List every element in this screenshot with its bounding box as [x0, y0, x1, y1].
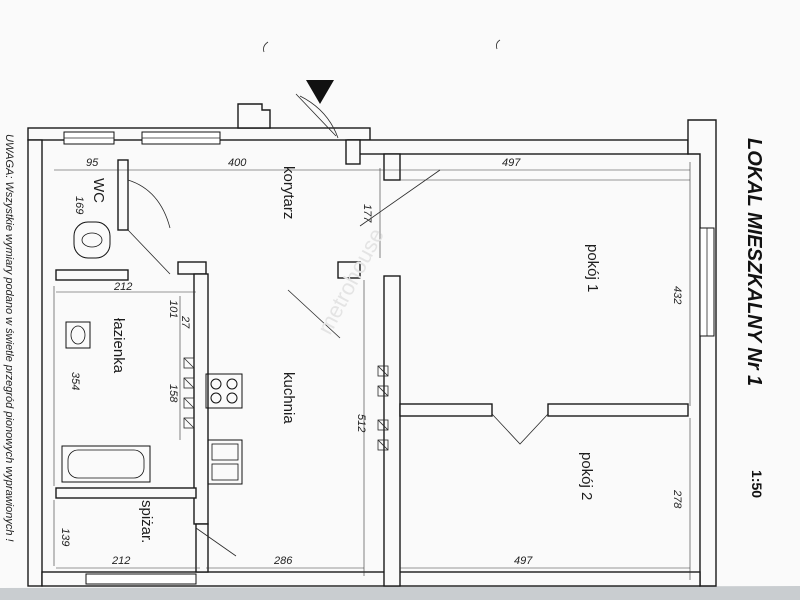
dim-497-top: 497	[502, 157, 521, 169]
wall-bath-pantry	[55, 487, 197, 499]
dim-101: 101	[167, 300, 179, 318]
dim-400: 400	[228, 157, 247, 169]
sink-icon	[65, 321, 91, 349]
window-top-2	[141, 131, 221, 145]
door-pokoj2	[491, 413, 549, 445]
door-pokoj1	[359, 169, 441, 227]
dim-158: 158	[167, 384, 179, 403]
stove-icon	[205, 373, 243, 409]
dim-177: 177	[361, 204, 373, 223]
wall-pokoj1-pokoj2	[399, 403, 493, 417]
dim-286: 286	[273, 555, 293, 567]
wall-corridor-stub	[337, 261, 361, 279]
dim-432: 432	[671, 286, 683, 304]
room-label-wc: WC	[90, 178, 107, 203]
room-label-lazienka: łazienka	[110, 318, 127, 374]
door-kitchen	[287, 289, 341, 339]
bathtub-icon	[61, 445, 151, 483]
window-right	[699, 227, 715, 337]
wall-top-right	[347, 139, 689, 155]
room-label-spizarnia: spiżar.	[138, 500, 155, 543]
dim-212-bottom: 212	[111, 555, 130, 567]
entrance-arrow-icon	[306, 80, 334, 104]
wall-bottom	[41, 571, 701, 587]
vent-ducts-rooms	[377, 365, 389, 451]
pencil-mark	[496, 39, 501, 50]
room-label-kuchnia: kuchnia	[280, 372, 297, 424]
toilet-icon	[73, 221, 111, 259]
wall-left	[27, 139, 43, 587]
plan-note: UWAGA: Wszystkie wymiary podano w świetl…	[3, 134, 15, 542]
dim-512: 512	[355, 414, 367, 432]
wall-corridor-right	[345, 139, 361, 165]
door-corridor	[295, 93, 339, 139]
room-label-pokoj2: pokój 2	[578, 452, 595, 500]
door-bath	[127, 229, 171, 275]
vent-ducts-kitchen	[183, 357, 195, 429]
dim-278: 278	[671, 489, 683, 509]
wall-pokoj2-right	[547, 403, 689, 417]
dim-212-top: 212	[113, 281, 132, 293]
wall-bath-kitchen	[177, 261, 207, 275]
plan-title: LOKAL MIESZKALNY Nr 1	[743, 138, 765, 386]
wall-stair-notch	[237, 103, 271, 129]
window-bottom	[85, 573, 197, 585]
dim-139: 139	[59, 528, 71, 546]
kitchen-sink-icon	[207, 439, 243, 485]
plan-scale: 1:50	[749, 470, 765, 498]
dim-497-bottom: 497	[514, 555, 533, 567]
window-top-1	[63, 131, 115, 145]
dim-169: 169	[73, 196, 85, 214]
door-wc	[127, 179, 171, 229]
wall-rooms-top	[383, 153, 401, 181]
pencil-mark	[263, 41, 269, 53]
wall-rooms-divider	[383, 275, 401, 587]
dim-354: 354	[69, 372, 81, 390]
room-label-pokoj1: pokój 1	[584, 244, 601, 292]
wall-wc-bath	[55, 269, 129, 281]
door-pantry	[195, 527, 237, 557]
wall-kitchen-pantry	[195, 523, 209, 573]
dimension-lines	[53, 162, 691, 580]
dim-27: 27	[179, 315, 191, 329]
dim-95: 95	[86, 157, 99, 169]
room-label-korytarz: korytarz	[280, 166, 297, 219]
wall-wc-right	[117, 159, 129, 231]
paper-shadow-bottom	[0, 586, 800, 600]
